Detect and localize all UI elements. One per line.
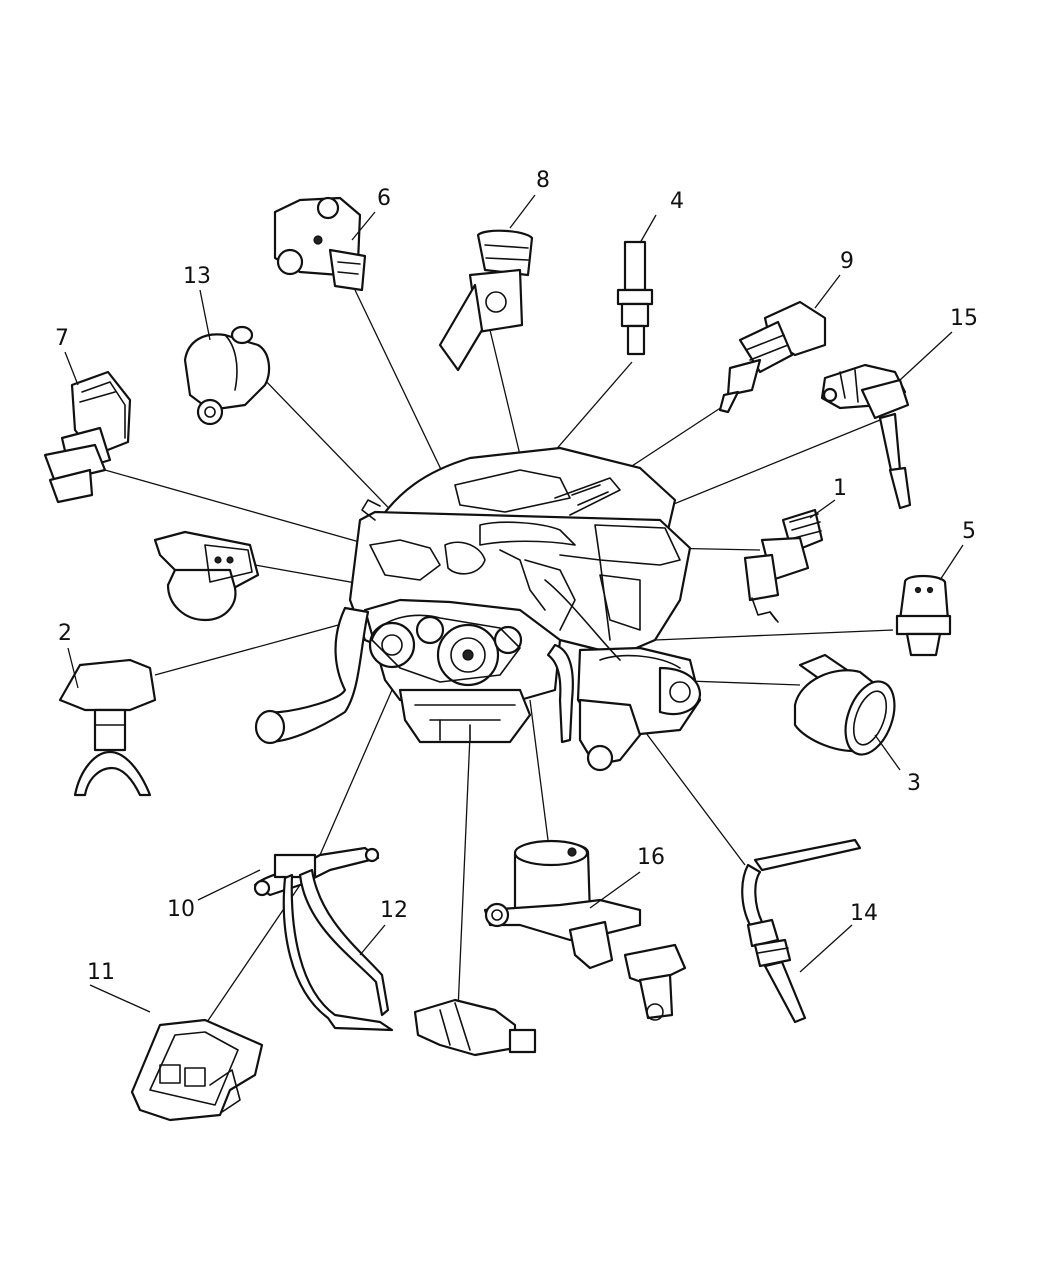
part-4-sensor — [616, 240, 654, 356]
part-14-probe — [741, 838, 862, 1024]
callout-2: 2 — [58, 621, 72, 646]
part-9-sensor — [718, 300, 827, 414]
callout-3: 3 — [907, 771, 921, 796]
callout-1: 1 — [833, 476, 847, 501]
leader-lines — [104, 289, 894, 1026]
leader-14 — [639, 724, 746, 866]
engine-assembly — [254, 446, 702, 772]
callout-ticks — [64, 194, 964, 1013]
part-2-sensor — [153, 530, 260, 622]
part-bottom-sensor — [413, 998, 537, 1057]
part-6-sensor — [273, 196, 367, 292]
part-7-sensor — [43, 370, 132, 504]
callout-8: 8 — [536, 168, 550, 193]
callout-15: 15 — [950, 306, 978, 331]
callout-10: 10 — [167, 897, 195, 922]
outlet-housing — [658, 666, 702, 716]
callout-4: 4 — [670, 189, 684, 214]
callout-16: 16 — [637, 845, 665, 870]
part-12-tube — [282, 868, 394, 1032]
pulley-left — [368, 621, 416, 669]
part-16-sensor — [483, 839, 687, 1021]
part-15-sensor — [820, 363, 912, 510]
part-13-sensor — [183, 325, 271, 426]
part-5-sensor — [895, 574, 952, 657]
leader-10 — [319, 689, 393, 856]
leader-7 — [104, 469, 371, 546]
part-2-bracket-sensor — [58, 658, 157, 797]
leader-16 — [529, 699, 549, 841]
leader-13 — [259, 374, 411, 531]
part-1-sensor — [743, 508, 824, 623]
callout-9: 9 — [840, 249, 854, 274]
part-3-sensor — [793, 653, 896, 756]
leader-8 — [489, 329, 521, 456]
oil-pan — [398, 688, 532, 744]
part-11-module — [130, 1018, 264, 1122]
pulley-idler — [415, 615, 445, 645]
callout-5: 5 — [962, 519, 976, 544]
callout-11: 11 — [87, 960, 115, 985]
coolant-tube — [546, 643, 574, 744]
callout-13: 13 — [183, 264, 211, 289]
leader-sensor-bottom — [457, 734, 471, 1011]
callout-7: 7 — [55, 326, 69, 351]
callout-6: 6 — [377, 186, 391, 211]
leader-5 — [654, 629, 894, 641]
callout-12: 12 — [380, 898, 408, 923]
pulley-tensioner — [493, 625, 523, 655]
callout-labels: 1 2 3 4 5 6 7 8 9 10 11 12 13 14 15 16 — [55, 168, 978, 985]
part-8-sensor — [438, 229, 534, 372]
callout-14: 14 — [850, 901, 878, 926]
